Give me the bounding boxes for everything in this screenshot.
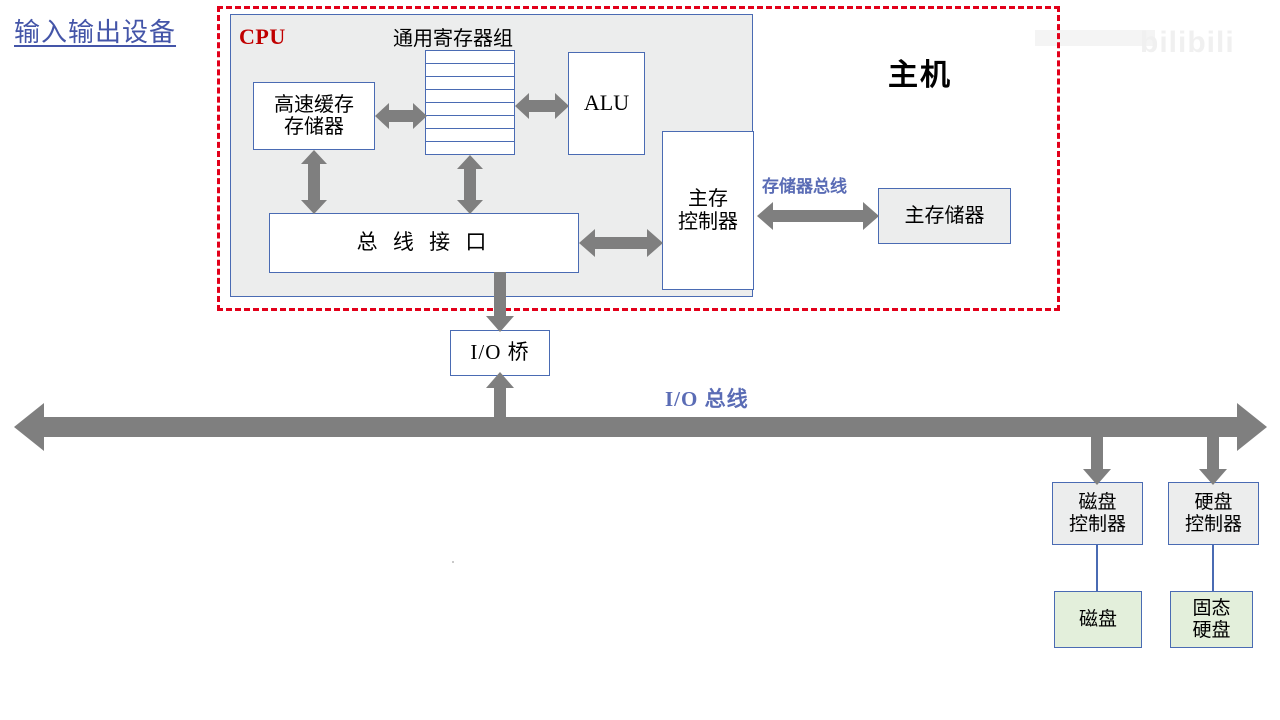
register-row [426, 51, 514, 64]
register-row [426, 90, 514, 103]
register-row [426, 77, 514, 90]
mmc-label-line2: 控制器 [678, 210, 738, 233]
hdd-controller-line2: 控制器 [1184, 513, 1242, 535]
arrow-registers-alu [515, 90, 569, 122]
cache-memory-box: 高速缓存 存储器 [253, 82, 375, 150]
disk-controller-line2: 控制器 [1068, 513, 1126, 535]
bus-interface-label: 总 线 接 口 [356, 230, 492, 255]
arrow-registers-bus-interface [455, 155, 485, 214]
disk-label: 磁盘 [1078, 608, 1117, 630]
arrow-bus-interface-to-io-bridge [485, 272, 515, 332]
disk-controller-line1: 磁盘 [1078, 492, 1117, 514]
register-file [425, 50, 515, 155]
mmc-label-line1: 主存 [688, 188, 728, 211]
io-bridge-label: I/O 桥 [470, 340, 530, 365]
watermark-ghost [1035, 30, 1155, 46]
arrow-bus-interface-memory-controller [579, 227, 663, 259]
io-bus-label: I/O 总线 [665, 387, 749, 411]
arrow-cache-bus-interface [299, 150, 329, 214]
artifact-dot [452, 561, 454, 563]
host-label: 主机 [888, 59, 952, 92]
memory-bus-label: 存储器总线 [762, 177, 847, 196]
hdd-controller-box: 硬盘 控制器 [1168, 482, 1259, 545]
alu-box: ALU [568, 52, 645, 155]
ssd-label-line2: 硬盘 [1192, 619, 1231, 641]
register-row [426, 64, 514, 77]
main-memory-label: 主存储器 [904, 204, 985, 227]
register-row [426, 116, 514, 129]
register-row [426, 142, 514, 154]
cache-label-line1: 高速缓存 [274, 93, 354, 116]
arrow-io-bus-to-disk-controller [1082, 432, 1112, 485]
main-memory-controller-box: 主存 控制器 [662, 131, 754, 290]
arrow-memory-bus [757, 200, 879, 232]
cache-label-line2: 存储器 [284, 116, 344, 138]
main-memory-box: 主存储器 [878, 188, 1011, 244]
bilibili-watermark: bilibili [1140, 26, 1235, 59]
arrow-io-bus-to-io-bridge [485, 372, 515, 428]
connector-hdd-controller-ssd [1212, 545, 1214, 592]
cpu-label: CPU [239, 24, 286, 49]
io-bus-arrow [14, 403, 1267, 451]
io-device-title: 输入输出设备 [14, 18, 177, 47]
arrow-cache-registers [375, 100, 427, 132]
host-boundary [217, 6, 1060, 311]
bus-interface-box: 总 线 接 口 [269, 213, 579, 273]
alu-label: ALU [583, 90, 630, 116]
register-row [426, 129, 514, 142]
ssd-label-line1: 固态 [1192, 598, 1231, 620]
register-row [426, 103, 514, 116]
arrow-io-bus-to-hdd-controller [1198, 432, 1228, 485]
connector-disk-controller-disk [1096, 545, 1098, 592]
hdd-controller-line1: 硬盘 [1194, 492, 1233, 514]
io-bridge-box: I/O 桥 [450, 330, 550, 376]
disk-controller-box: 磁盘 控制器 [1052, 482, 1143, 545]
register-file-title: 通用寄存器组 [393, 28, 513, 50]
ssd-box: 固态 硬盘 [1170, 591, 1253, 648]
disk-box: 磁盘 [1054, 591, 1142, 648]
